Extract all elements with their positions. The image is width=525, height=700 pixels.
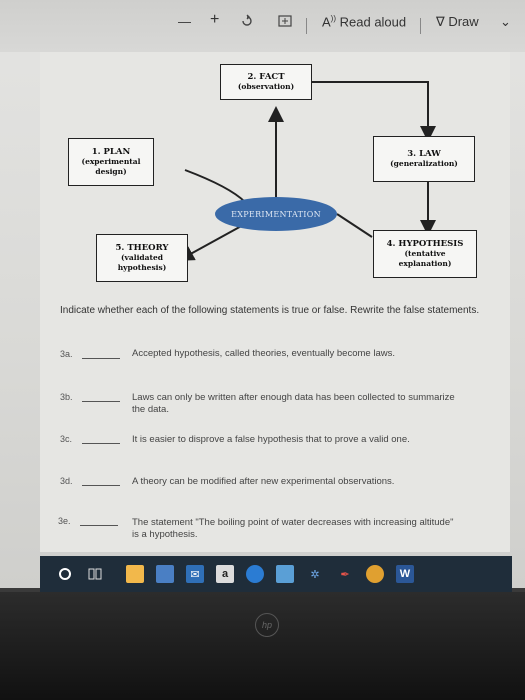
toolbar-divider xyxy=(306,18,307,34)
question-label: 3a. xyxy=(60,349,73,359)
theory-title: 5. THEORY xyxy=(115,243,169,253)
read-aloud-icon: A xyxy=(322,14,331,30)
answer-blank[interactable] xyxy=(82,358,120,359)
law-box: 3. LAW (generalization) xyxy=(373,136,475,182)
laptop-screen: — + A)) Read aloud ∇ Draw ⌄ xyxy=(0,0,525,592)
answer-blank[interactable] xyxy=(80,525,118,526)
start-icon[interactable] xyxy=(56,565,74,583)
plan-title: 1. PLAN xyxy=(91,147,131,157)
question-statement: It is easier to disprove a false hypothe… xyxy=(132,434,410,445)
toolbar-divider xyxy=(420,18,421,34)
zoom-out-icon[interactable]: — xyxy=(178,14,191,29)
dropbox-icon[interactable]: ✲ xyxy=(310,568,320,581)
taskbar: ✉ a ✲ ✒ W xyxy=(40,556,512,592)
experimentation-ellipse: EXPERIMENTATION xyxy=(215,197,337,231)
laptop-bezel xyxy=(0,592,525,700)
law-subtitle: (generalization) xyxy=(390,159,458,168)
fact-title: 2. FACT xyxy=(247,72,285,82)
word-icon[interactable]: W xyxy=(396,565,414,583)
fact-box: 2. FACT (observation) xyxy=(220,64,312,100)
question-statement: Accepted hypothesis, called theories, ev… xyxy=(132,348,395,359)
theory-subtitle-1: (validated xyxy=(120,253,164,262)
read-aloud-label: Read aloud xyxy=(339,14,407,30)
question-statement: A theory can be modified after new exper… xyxy=(132,476,395,487)
fact-subtitle: (observation) xyxy=(237,82,295,91)
task-view-icon[interactable] xyxy=(86,565,104,583)
answer-blank[interactable] xyxy=(82,401,120,402)
fit-page-icon[interactable] xyxy=(276,12,294,30)
question-label: 3d. xyxy=(60,476,73,486)
zoom-in-icon[interactable]: + xyxy=(210,11,220,28)
hp-logo: hp xyxy=(255,613,279,637)
theory-box: 5. THEORY (validated hypothesis) xyxy=(96,234,188,282)
answer-blank[interactable] xyxy=(82,485,120,486)
question-statement: The statement "The boiling point of wate… xyxy=(132,517,454,540)
mail-icon[interactable]: ✉ xyxy=(186,565,204,583)
hypothesis-title: 4. HYPOTHESIS xyxy=(386,239,464,249)
hypothesis-subtitle-1: (tentative xyxy=(404,249,446,258)
answer-blank[interactable] xyxy=(82,443,120,444)
read-aloud-button[interactable]: A)) Read aloud xyxy=(322,14,407,30)
rotate-icon[interactable] xyxy=(238,12,256,30)
store-icon[interactable] xyxy=(156,565,174,583)
law-title: 3. LAW xyxy=(407,149,441,159)
instructions-text: Indicate whether each of the following s… xyxy=(60,305,480,316)
theory-subtitle-2: hypothesis) xyxy=(117,263,167,272)
question-label: 3c. xyxy=(60,434,73,444)
question-statement: Laws can only be written after enough da… xyxy=(132,392,455,415)
photos-icon[interactable] xyxy=(276,565,294,583)
plan-subtitle-2: design) xyxy=(95,167,127,176)
plan-box: 1. PLAN (experimental design) xyxy=(68,138,154,186)
file-explorer-icon[interactable] xyxy=(126,565,144,583)
reader-toolbar: — + A)) Read aloud ∇ Draw ⌄ xyxy=(0,0,525,52)
feather-icon[interactable]: ✒ xyxy=(340,568,350,581)
draw-button[interactable]: ∇ Draw xyxy=(436,14,479,30)
document-page: 2. FACT (observation) 1. PLAN (experimen… xyxy=(40,52,510,552)
question-label: 3b. xyxy=(60,392,73,402)
chevron-down-icon[interactable]: ⌄ xyxy=(500,14,511,29)
hypothesis-box: 4. HYPOTHESIS (tentative explanation) xyxy=(373,230,477,278)
draw-icon: ∇ xyxy=(436,14,445,29)
plan-subtitle-1: (experimental xyxy=(81,157,141,166)
amazon-icon[interactable]: a xyxy=(216,565,234,583)
draw-label: Draw xyxy=(448,14,479,29)
edge-icon[interactable] xyxy=(246,565,264,583)
chrome-icon[interactable] xyxy=(366,565,384,583)
hypothesis-subtitle-2: explanation) xyxy=(398,259,452,268)
question-label: 3e. xyxy=(58,516,71,526)
